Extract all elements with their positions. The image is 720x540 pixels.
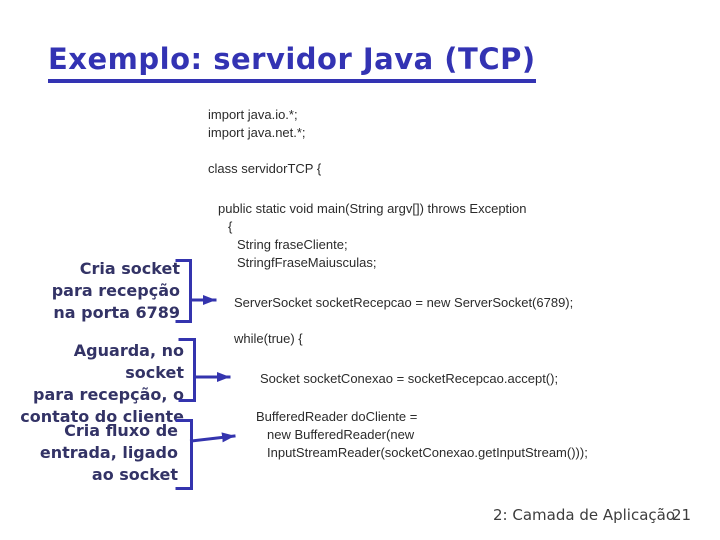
annotation-line: para recepção xyxy=(51,281,180,300)
page-title: Exemplo: servidor Java (TCP) xyxy=(48,42,536,83)
code-line-new-buffered: new BufferedReader(new xyxy=(267,427,415,442)
code-line-import-net: import java.net.*; xyxy=(208,125,306,140)
annotation-line: Cria fluxo de xyxy=(64,421,178,440)
code-line-class-decl: class servidorTCP { xyxy=(208,161,322,176)
code-line-while-loop: while(true) { xyxy=(234,331,303,346)
code-line-frase-maiusculas: StringfFraseMaiusculas; xyxy=(237,255,377,270)
code-line-import-io: import java.io.*; xyxy=(208,107,298,122)
annotation-line: Cria socket xyxy=(79,259,180,278)
footer-page-number: 21 xyxy=(672,506,692,524)
arrow-icon-3 xyxy=(189,432,236,443)
code-line-accept: Socket socketConexao = socketRecepcao.ac… xyxy=(260,371,559,386)
page-title-text: Exemplo: servidor Java (TCP) xyxy=(48,42,536,83)
annotation-wait-contact: Aguarda, no socket para recepção, o cont… xyxy=(18,340,184,428)
annotation-line: entrada, ligado xyxy=(39,443,178,462)
bracket-icon-3 xyxy=(175,419,193,490)
annotation-line: na porta 6789 xyxy=(53,303,180,322)
code-line-buffered-reader: BufferedReader doCliente = xyxy=(256,409,418,424)
annotation-line: Aguarda, no socket xyxy=(73,341,184,382)
annotation-line: ao socket xyxy=(91,465,178,484)
annotation-line: para recepção, o xyxy=(33,385,184,404)
annotation-line: contato do cliente xyxy=(20,407,184,426)
code-line-server-socket: ServerSocket socketRecepcao = new Server… xyxy=(234,295,574,310)
code-line-frase-cliente: String fraseCliente; xyxy=(237,237,348,252)
code-line-input-stream: InputStreamReader(socketConexao.getInput… xyxy=(267,445,588,460)
code-line-main-decl: public static void main(String argv[]) t… xyxy=(218,201,527,216)
annotation-create-stream: Cria fluxo de entrada, ligado ao socket xyxy=(20,420,178,486)
code-line-open-brace: { xyxy=(228,219,233,234)
annotation-create-socket: Cria socket para recepção na porta 6789 xyxy=(20,258,180,324)
footer-section-label: 2: Camada de Aplicação xyxy=(493,506,676,524)
